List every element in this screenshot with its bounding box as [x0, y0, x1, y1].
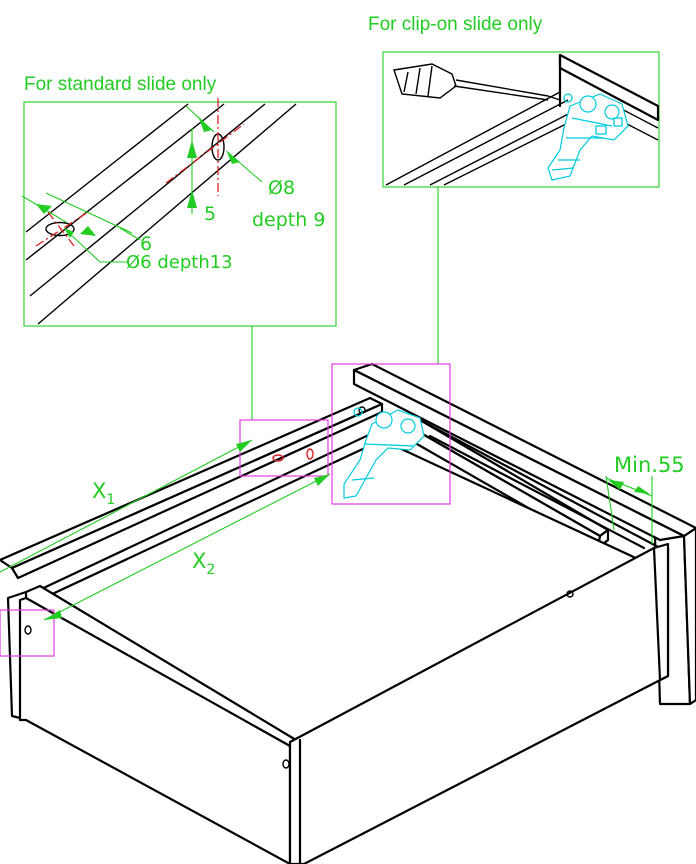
dimension-min55: Min.55	[605, 453, 685, 544]
small-hole-centerline	[35, 211, 89, 247]
detail-frame-front	[0, 609, 55, 657]
detail-side-line	[385, 91, 561, 186]
dim-8-arrow	[226, 150, 240, 164]
detail-side-line	[403, 99, 569, 186]
x2-dimension-line	[43, 473, 331, 621]
screw-hole	[282, 759, 290, 769]
x2-label: X2	[192, 549, 215, 578]
back-board-face	[352, 368, 686, 542]
small-hole-spec: Ø6 depth13	[126, 252, 233, 273]
dim-8-arrow	[198, 116, 212, 132]
clip-on-slide-detail	[382, 51, 660, 188]
standard-slide-detail: 6 Ø6 depth13 5 Ø8 depth 9	[21, 98, 337, 327]
min55-extension	[605, 475, 615, 531]
small-hole-centerline	[47, 211, 75, 247]
dim-6-extension	[45, 192, 133, 234]
dim-5-arrow	[187, 190, 197, 208]
main-large-hole	[306, 448, 314, 460]
screwdriver-icon	[393, 63, 561, 101]
dim-6-leader	[119, 227, 141, 241]
drawer-body	[0, 362, 696, 864]
small-hole-leader-arrow	[64, 228, 74, 238]
screw-hole	[24, 625, 32, 635]
screw-hole	[566, 590, 574, 598]
back-edge-line	[428, 434, 646, 550]
detail-frame-clip-on	[331, 363, 451, 505]
dim-6-arrow	[80, 226, 96, 236]
standard-slide-detail-frame	[23, 101, 337, 327]
detail-edge-line	[37, 103, 297, 325]
dimension-x2: X2	[43, 473, 331, 621]
large-hole-centerline	[165, 123, 245, 184]
x2-arrow	[314, 474, 330, 486]
small-hole	[45, 221, 75, 237]
x1-arrow	[236, 440, 252, 452]
large-hole-dia: Ø8	[268, 177, 295, 199]
detail-side-line	[429, 107, 581, 186]
dim-6-arrow	[36, 204, 52, 214]
dim-5-label: 5	[204, 203, 216, 225]
detail-edge-line	[25, 103, 189, 233]
drawer-right-face-edge	[652, 542, 670, 682]
x1-dimension-line	[0, 439, 253, 573]
x1-label: X1	[92, 479, 115, 508]
small-hole-leader	[67, 231, 128, 263]
standard-slide-callout: For standard slide only	[24, 74, 217, 95]
large-hole-depth: depth 9	[252, 209, 325, 231]
clip-on-slide-callout: For clip-on slide only	[368, 14, 543, 35]
main-small-hole	[272, 454, 284, 462]
min55-label: Min.55	[614, 453, 685, 477]
min55-arrow	[608, 480, 624, 490]
clip-on-mechanism	[547, 93, 629, 181]
x2-arrow	[44, 610, 62, 620]
detail-edge-line	[29, 103, 266, 297]
min55-arrow	[634, 486, 650, 494]
main-clip-mechanism	[343, 407, 425, 499]
dimension-x1: X1	[0, 439, 253, 573]
dim-5-arrow	[187, 140, 197, 158]
back-edge-line	[418, 418, 662, 550]
drawer-front-face	[18, 596, 292, 864]
dim-6-label: 6	[140, 233, 152, 255]
detail-edge-line	[25, 103, 225, 261]
